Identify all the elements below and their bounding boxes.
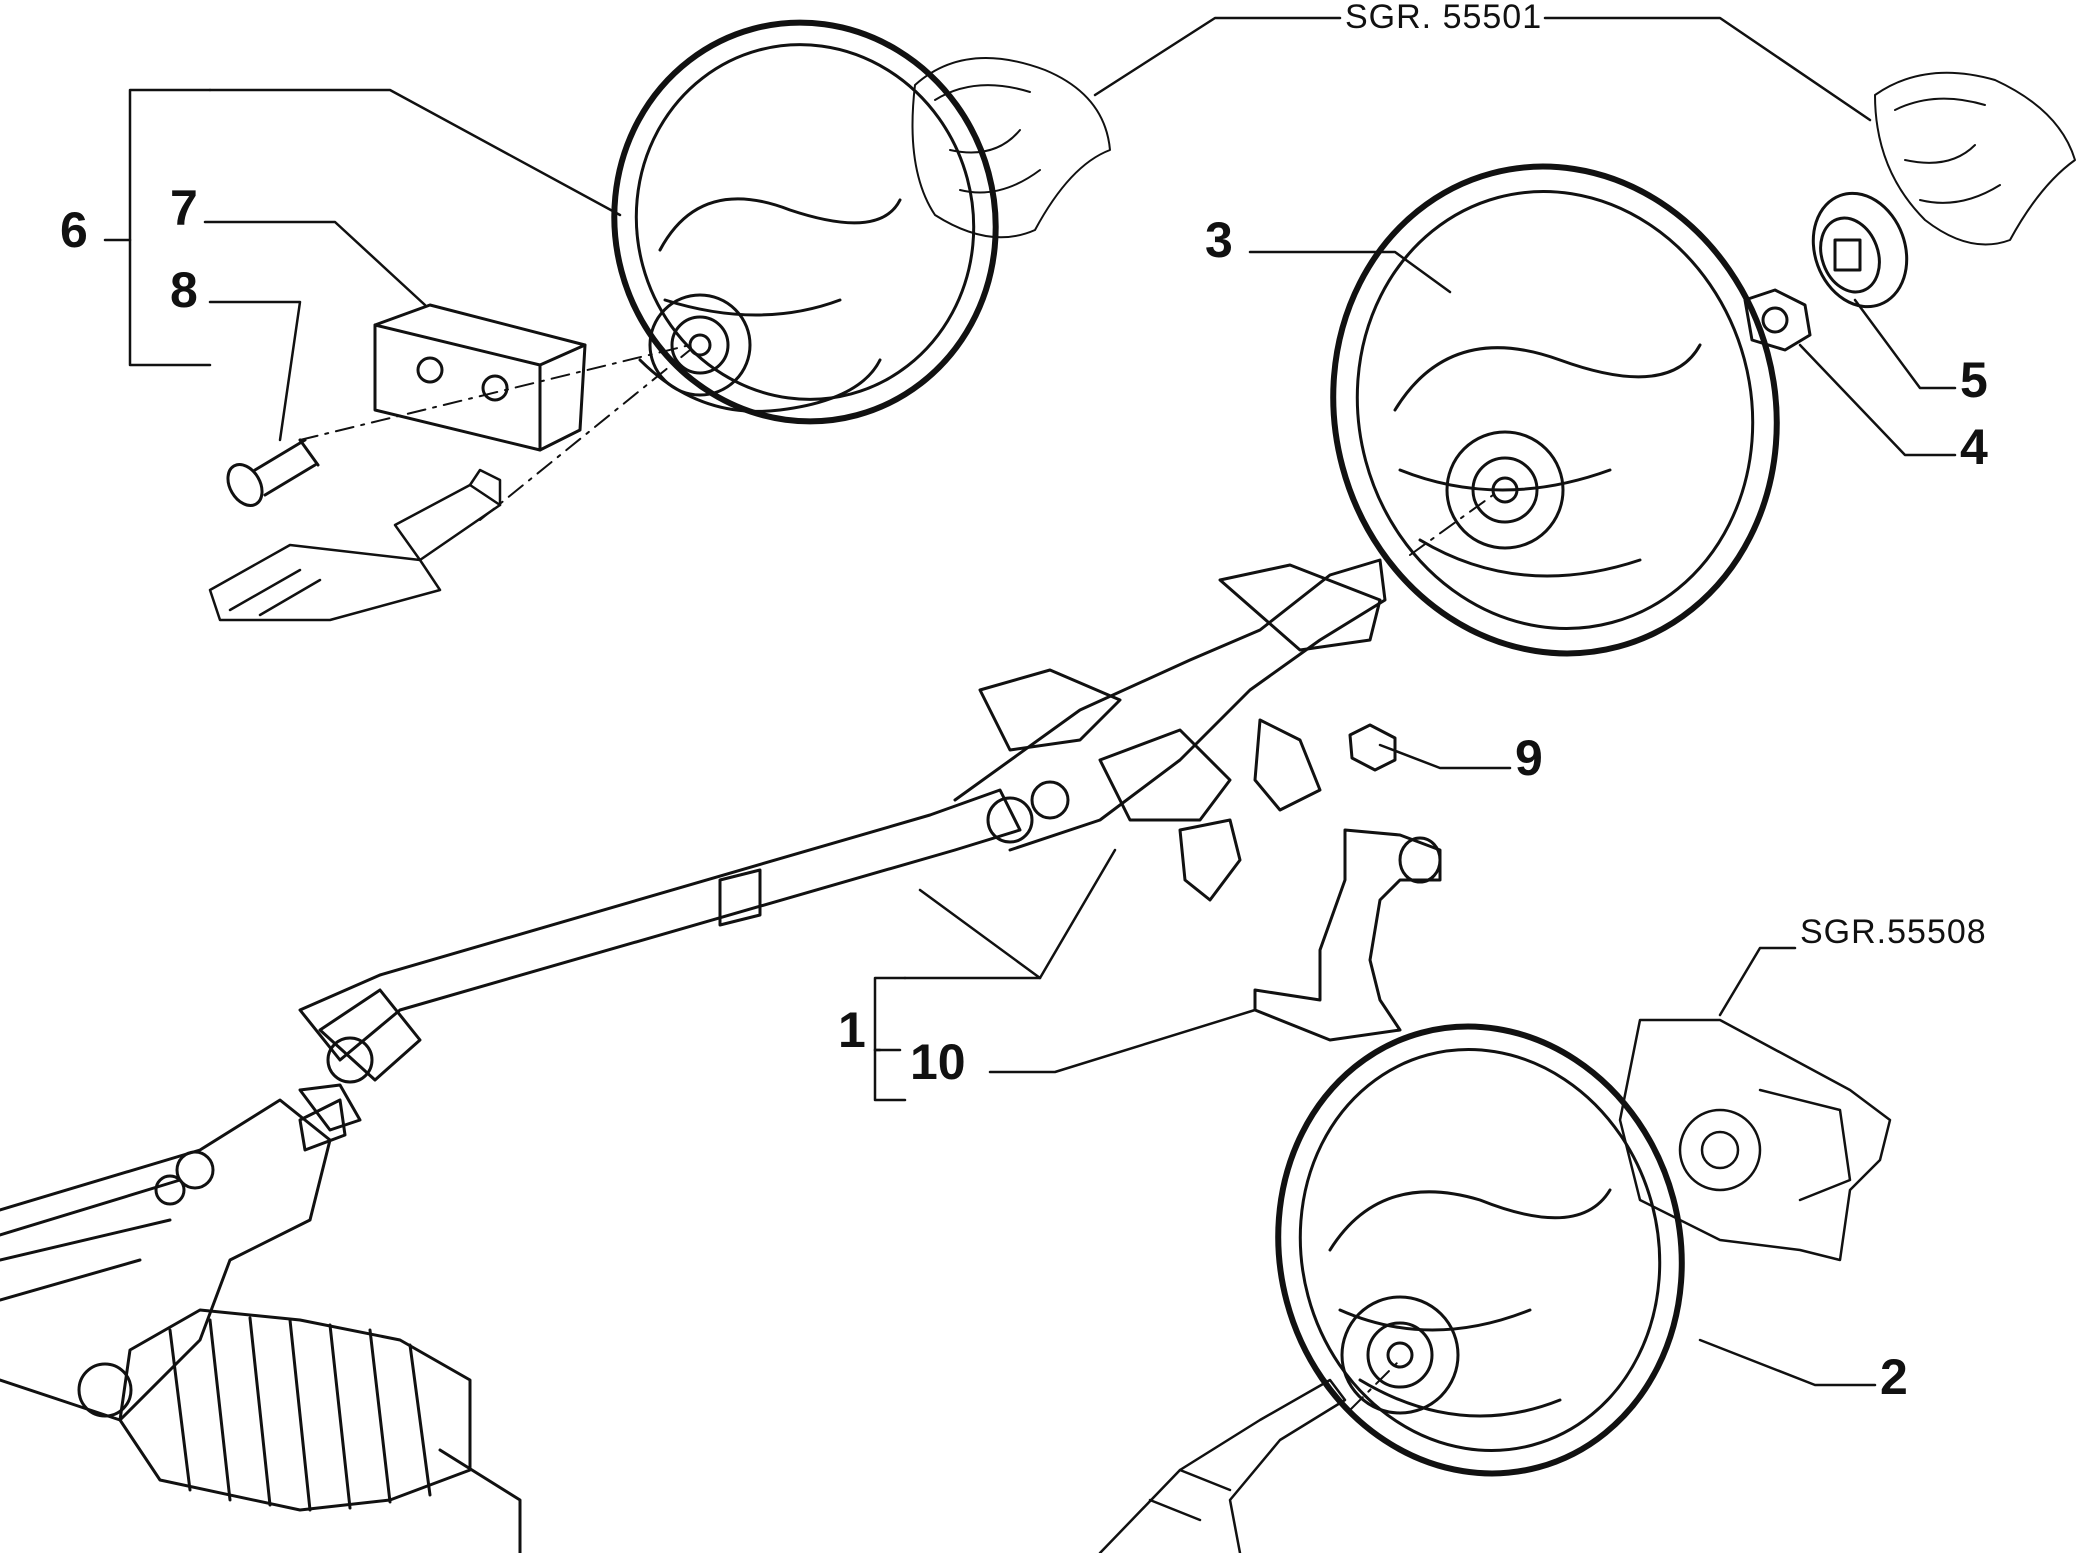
steering-wheel-top-left (611, 19, 999, 425)
airbag-module (1618, 1018, 1892, 1262)
sgr-55508-reference: SGR.55508 (1800, 913, 1987, 951)
callout-8: 8 (170, 262, 198, 318)
callout-1: 1 (838, 1002, 866, 1058)
shaft-fragment-top-left (208, 468, 502, 622)
callout-7: 7 (170, 180, 198, 236)
universal-joint (298, 988, 422, 1132)
screw-item-8 (226, 438, 320, 507)
assembly-axis-lines (299, 344, 1501, 1411)
steering-rack (0, 1098, 522, 1553)
steering-wheel-item-3 (1330, 163, 1780, 657)
callout-3: 3 (1205, 212, 1233, 268)
nut-item-9 (1348, 723, 1397, 772)
callout-5: 5 (1960, 352, 1988, 408)
leader-lines (103, 16, 1957, 1387)
nut-item-4 (1743, 288, 1812, 352)
steering-column-item-1 (298, 558, 1387, 1062)
block-item-7 (373, 303, 587, 452)
callout-4: 4 (1960, 419, 1988, 475)
callout-6: 6 (60, 202, 88, 258)
sgr-55501-reference: SGR. 55501 (1345, 0, 1543, 36)
steering-wheel-item-2 (1275, 1023, 1685, 1477)
callout-2: 2 (1880, 1349, 1908, 1405)
hub-boss-item-5 (1811, 191, 1909, 309)
bracket-item-10 (1253, 828, 1442, 1042)
horn-pad-top-right (1874, 71, 2076, 246)
callout-9: 9 (1515, 730, 1543, 786)
horn-pad-top-left (911, 57, 1111, 239)
shaft-fragment-lower-right (1098, 1378, 1347, 1553)
callout-10: 10 (910, 1034, 966, 1090)
